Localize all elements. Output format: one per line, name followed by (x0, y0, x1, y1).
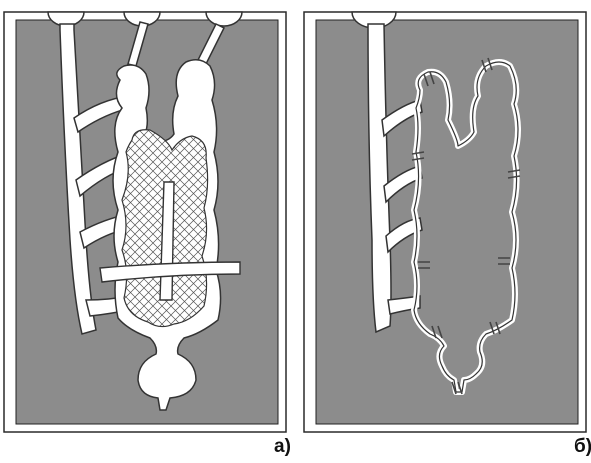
panel-b (304, 12, 586, 432)
caption-b: б) (574, 436, 591, 458)
panel-a (4, 12, 286, 432)
caption-a: а) (274, 436, 291, 458)
